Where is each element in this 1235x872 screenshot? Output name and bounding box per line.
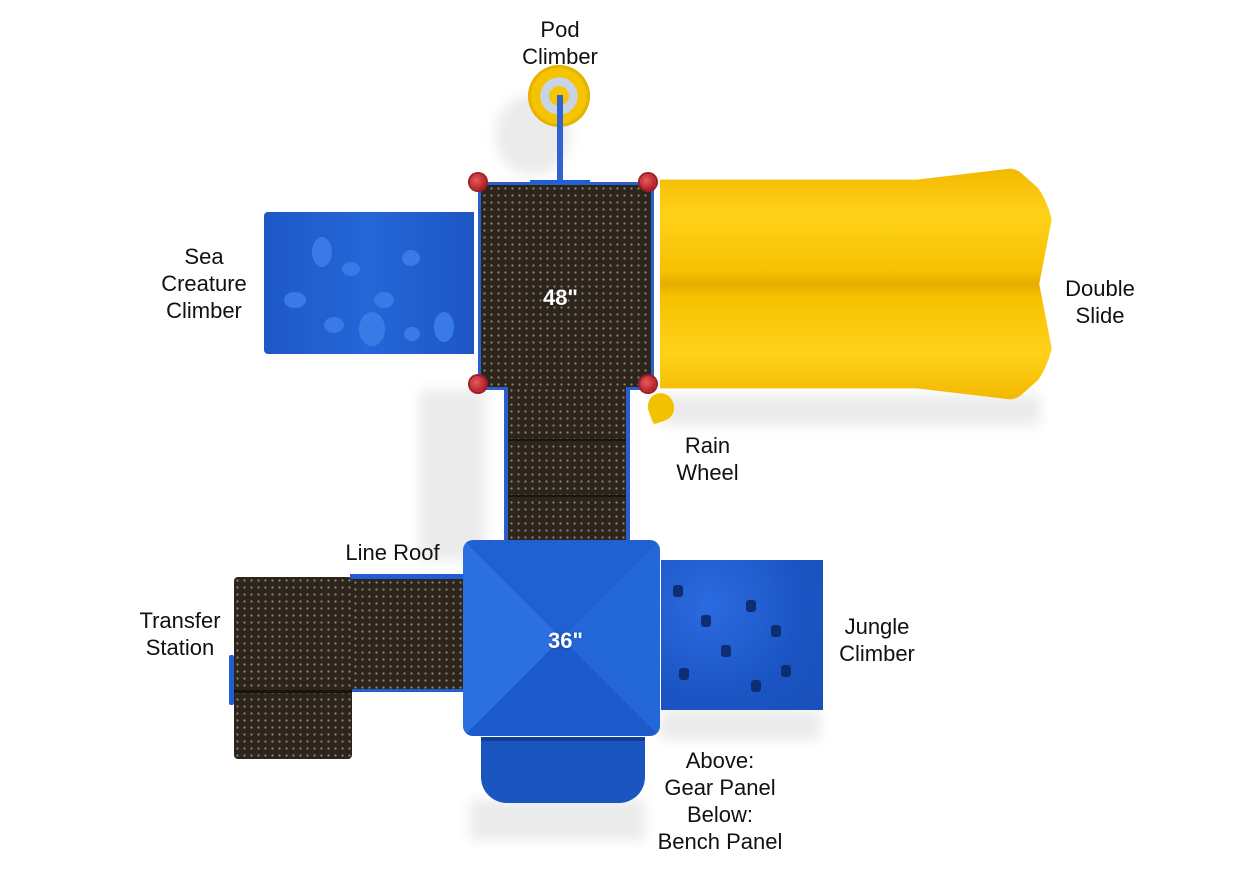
lower-deck-roof: 36" [463, 540, 660, 736]
label-pod-climber: Pod Climber [522, 17, 598, 69]
label-transfer-station: Transfer Station [139, 608, 221, 660]
climber-hold [673, 585, 683, 597]
label-double-slide: Double Slide [1065, 276, 1135, 328]
label-gear-bench-panel: Above: Gear Panel Below: Bench Panel [657, 748, 783, 854]
label-line-roof: Line Roof [345, 540, 440, 565]
climber-hold [284, 292, 306, 308]
climber-hold [721, 645, 731, 657]
climber-hold [312, 237, 332, 267]
sea-creature-climber [264, 212, 474, 354]
jungle-climber [661, 560, 823, 710]
deck-post [640, 174, 656, 190]
climber-hold [746, 600, 756, 612]
bench-shadow [470, 800, 645, 840]
pod-climber-pole [557, 95, 563, 185]
label-jungle-climber: Jungle Climber [839, 614, 915, 666]
climber-hold [342, 262, 360, 276]
climber-hold [751, 680, 761, 692]
lower-deck-height: 36" [548, 628, 583, 653]
upper-deck-height: 48" [543, 285, 578, 310]
line-roof-deck [352, 579, 466, 689]
label-rain-wheel: Rain Wheel [676, 433, 739, 485]
step-divider [508, 495, 626, 497]
climber-hold [359, 312, 385, 346]
climber-hold [679, 668, 689, 680]
pod-climber-pole-top [557, 95, 563, 127]
transfer-station [234, 577, 352, 759]
upper-deck: 48" [478, 182, 654, 390]
slide-shadow [660, 395, 1040, 425]
climber-hold [404, 327, 420, 341]
double-slide [660, 168, 1055, 400]
steps [504, 387, 630, 542]
climber-hold [771, 625, 781, 637]
step-divider [508, 439, 626, 441]
climber-hold [324, 317, 344, 333]
transfer-step-divider [234, 690, 352, 693]
label-sea-creature-climber: Sea Creature Climber [161, 244, 247, 323]
climber-hold [402, 250, 420, 266]
transfer-handle [229, 655, 234, 705]
bench-panel [481, 737, 645, 803]
climber-hold [434, 312, 454, 342]
deck-post [640, 376, 656, 392]
ladder-shadow [420, 390, 485, 560]
deck-post [470, 376, 486, 392]
climber-hold [781, 665, 791, 677]
climber-hold [374, 292, 394, 308]
climber-hold [701, 615, 711, 627]
deck-post [470, 174, 486, 190]
jungle-shadow [660, 710, 820, 740]
